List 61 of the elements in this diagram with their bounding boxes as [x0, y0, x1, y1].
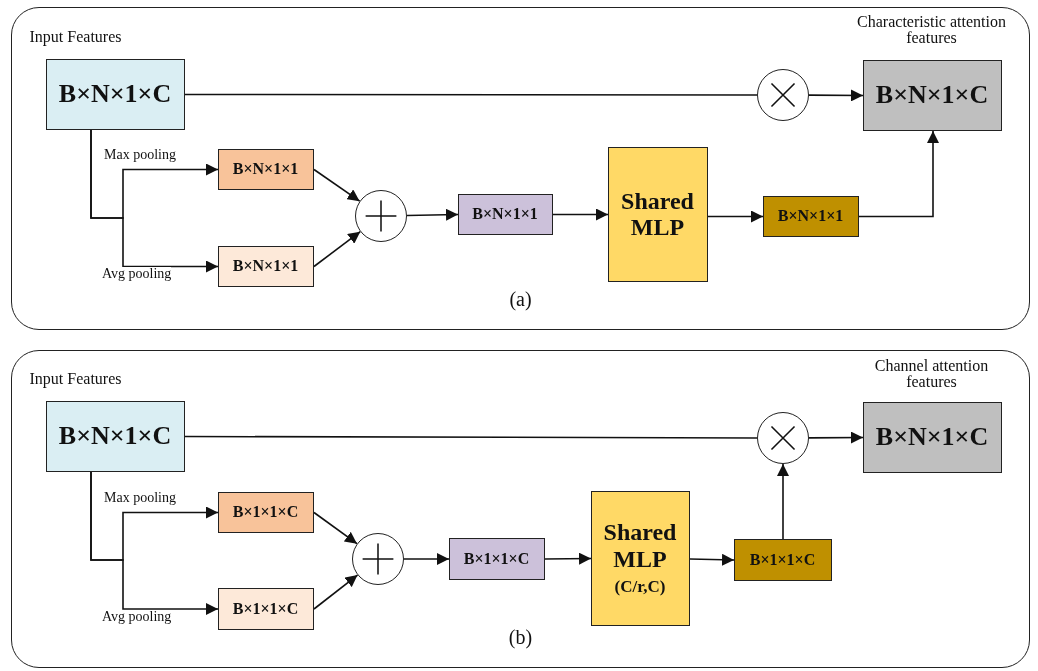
tensor-box: [217, 491, 314, 533]
edge-label: Avg pooling: [102, 267, 172, 281]
box-label: B×1×1×C: [232, 503, 299, 521]
box-label: B×1×1×C: [749, 550, 816, 569]
edge-label: Max pooling: [104, 148, 176, 162]
panel-caption: (a): [508, 288, 533, 311]
tensor-box: [217, 148, 314, 190]
arrow: [90, 471, 219, 615]
connector-line: [184, 93, 758, 96]
addition-symbol: [351, 532, 404, 585]
arrow: [689, 553, 735, 566]
box-label: B×N×1×1: [472, 205, 538, 223]
box-label: Shared MLP: [602, 519, 678, 573]
box-label: B×N×1×C: [875, 422, 989, 452]
diagram-panel: [11, 350, 1030, 668]
panel-caption: (b): [507, 626, 534, 649]
node-caption: Input Features: [29, 370, 123, 388]
arrow: [406, 208, 459, 221]
box-label: B×N×1×C: [58, 421, 172, 451]
box-label: B×N×1×C: [58, 79, 172, 109]
diagram-panel: [11, 7, 1030, 330]
node-caption: Channel attention features: [873, 357, 990, 392]
tensor-box: [45, 58, 185, 130]
box-label: Shared MLP: [620, 187, 695, 241]
arrow: [552, 208, 609, 221]
box-label: B×N×1×1: [232, 257, 299, 275]
tensor-box: [733, 538, 832, 581]
mlp-box: [607, 146, 708, 282]
arrow: [777, 463, 789, 540]
arrow: [313, 230, 362, 268]
edge-label: Max pooling: [104, 491, 176, 505]
tensor-box: [217, 245, 314, 287]
arrow: [313, 574, 359, 610]
arrow: [403, 553, 450, 565]
arrow: [544, 552, 592, 565]
box-label: B×N×1×C: [875, 80, 989, 110]
box-label: (C/r,C): [614, 578, 666, 597]
arrow: [313, 168, 361, 202]
mlp-box: [590, 490, 690, 626]
tensor-box: [217, 587, 314, 630]
arrow: [858, 130, 939, 218]
arrow: [313, 511, 358, 545]
arrow: [808, 89, 864, 102]
box-label: B×1×1×C: [463, 549, 530, 568]
tensor-box: [762, 195, 859, 237]
tensor-box: [45, 400, 185, 472]
edge-label: Avg pooling: [102, 610, 172, 624]
tensor-box: [862, 59, 1002, 131]
box-label: B×N×1×1: [777, 207, 844, 225]
box-label: B×N×1×1: [232, 160, 299, 178]
node-caption: Characteristic attention features: [856, 13, 1007, 48]
tensor-box: [457, 193, 553, 235]
arrow: [707, 210, 764, 223]
box-label: B×1×1×C: [232, 599, 299, 618]
arrow: [90, 129, 219, 273]
connector-line: [184, 435, 758, 439]
tensor-box: [862, 401, 1002, 473]
tensor-box: [448, 537, 545, 580]
addition-symbol: [354, 189, 407, 242]
node-caption: Input Features: [29, 28, 123, 46]
arrow: [808, 431, 864, 444]
